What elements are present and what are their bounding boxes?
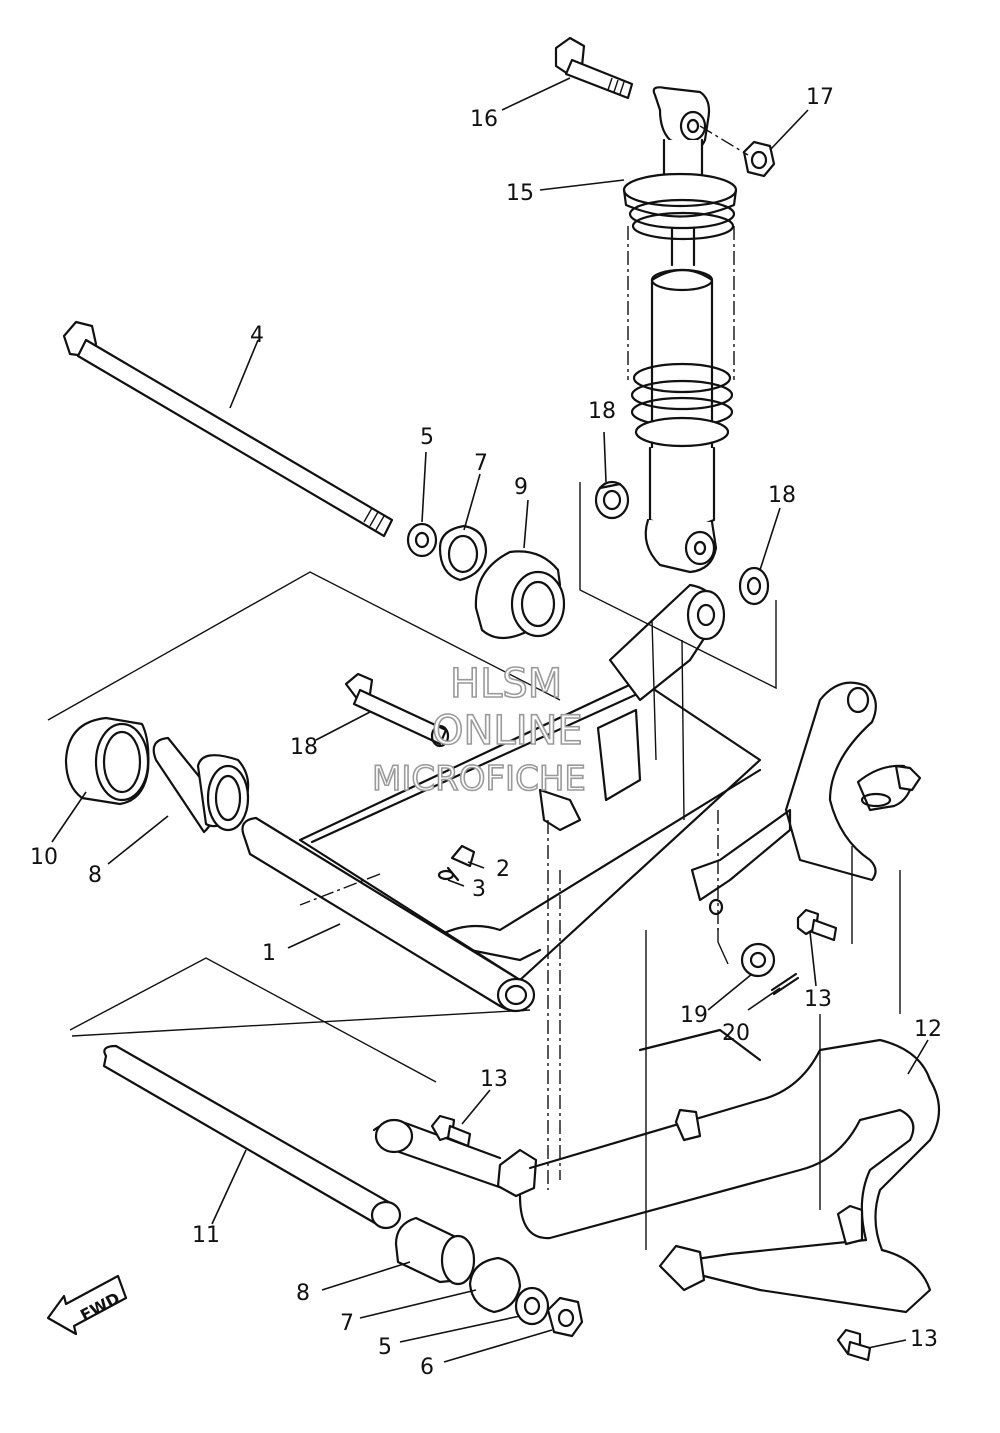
callout-3: 3 [472,877,486,902]
callout-13-lower: 13 [910,1327,938,1352]
callout-18-lower: 18 [768,483,796,508]
callout-5-upper: 5 [420,425,434,450]
stay-bolt-middle [430,1114,472,1148]
watermark-line-2: ONLINE [432,708,583,754]
callout-13-upper: 13 [804,987,832,1012]
bearing-lower [468,1256,522,1314]
callout-7-upper: 7 [474,451,488,476]
upper-mount-nut [742,140,776,178]
pivot-shaft [62,320,394,538]
callout-4: 4 [250,323,264,348]
callout-20: 20 [722,1021,750,1046]
callouts: 4 16 17 15 5 7 9 18 18 18 10 8 2 3 1 13 … [30,85,942,1380]
flange-bushing [474,550,566,640]
callout-11: 10 [30,845,58,870]
collar-washer-upper [594,480,630,520]
callout-9: 11 [192,1223,220,1248]
callout-6: 6 [420,1355,434,1380]
callout-14: 15 [506,181,534,206]
watermark: HLSM ONLINE MICROFICHE [371,660,586,800]
watermark-line-3: MICROFICHE [372,759,586,799]
callout-1: 1 [262,941,276,966]
plain-washer [740,942,776,978]
alignment-lines [47,482,901,1250]
swing-arm [241,583,922,1013]
callout-8-lower: 8 [296,1281,310,1306]
watermark-line-1: HLSM [450,661,562,707]
callout-18-upper: 18 [588,399,616,424]
upper-mount-bolt [554,36,634,100]
callout-17: 18 [290,735,318,760]
fwd-arrow-icon: FWD [46,1274,128,1336]
cotter-pin [770,972,800,996]
callout-16: 17 [806,85,834,110]
collar-washer-lower [738,566,770,606]
washer-upper [406,522,438,558]
bushing-lower [394,1216,476,1286]
callout-19: 19 [680,1003,708,1028]
bearing-upper [438,524,488,582]
rear-stay [372,1028,940,1314]
stay-bolt-lower [836,1328,872,1362]
callout-7-lower: 7 [340,1311,354,1336]
washer-lower [514,1286,550,1326]
grease-nipple [437,844,476,882]
callout-10: 9 [514,475,528,500]
callout-13-middle: 13 [480,1067,508,1092]
callout-8-upper: 8 [88,863,102,888]
pivot-bolt [344,672,450,748]
leader-lines [51,77,929,1363]
callout-2: 2 [496,857,510,882]
stay-bolt-upper [796,908,838,942]
lower-shaft [102,1044,402,1230]
bushing-upper [152,736,250,834]
lower-nut [546,1296,584,1338]
callout-5-lower: 5 [378,1335,392,1360]
callout-12: 12 [914,1017,942,1042]
shock-absorber [622,86,738,574]
ring-collar [64,716,150,806]
callout-15: 16 [470,107,498,132]
